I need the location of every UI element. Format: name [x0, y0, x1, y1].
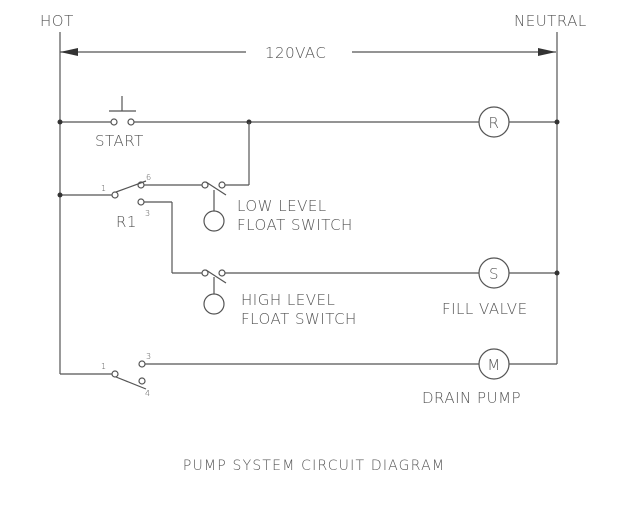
high-float-label-2: FLOAT SWITCH [241, 310, 357, 328]
r1-terminal-3: 3 [145, 209, 151, 218]
voltage-dimension: 120VAC [60, 44, 556, 62]
relay-contact-r1: 1 6 3 R1 [57, 173, 202, 231]
rung-relay: START R [57, 96, 560, 150]
r1-terminal-1: 1 [101, 184, 107, 193]
low-float-label-2: FLOAT SWITCH [237, 216, 353, 234]
r2-terminal-4: 4 [145, 389, 151, 398]
start-label: START [95, 132, 144, 150]
voltage-label: 120VAC [265, 44, 326, 62]
start-contact-right [127, 118, 135, 126]
high-float-ball [203, 293, 225, 315]
rung-fill-valve: HIGH LEVEL FLOAT SWITCH S FILL VALVE [171, 202, 560, 328]
low-float-ball [203, 210, 225, 232]
hot-label: HOT [40, 12, 74, 30]
solenoid-label: S [489, 265, 499, 283]
start-button [109, 96, 136, 112]
diagram-title: PUMP SYSTEM CIRCUIT DIAGRAM [183, 458, 445, 474]
fill-valve-label: FILL VALVE [442, 300, 528, 318]
r2-terminal-3: 3 [146, 352, 152, 361]
neutral-label: NEUTRAL [514, 12, 587, 30]
low-level-float-switch: LOW LEVEL FLOAT SWITCH [201, 122, 353, 234]
r1-terminal-6: 6 [146, 173, 152, 182]
relay-coil-label: R [489, 114, 500, 132]
r2-terminal-1: 1 [101, 362, 107, 371]
motor-label: M [487, 356, 500, 374]
low-float-label-1: LOW LEVEL [237, 197, 327, 215]
start-contact-left [110, 118, 118, 126]
r1-label: R1 [116, 213, 137, 231]
rung-drain-pump: 1 3 4 M DRAIN PUMP [60, 348, 557, 407]
high-float-label-1: HIGH LEVEL [241, 291, 335, 309]
drain-pump-label: DRAIN PUMP [422, 389, 521, 407]
